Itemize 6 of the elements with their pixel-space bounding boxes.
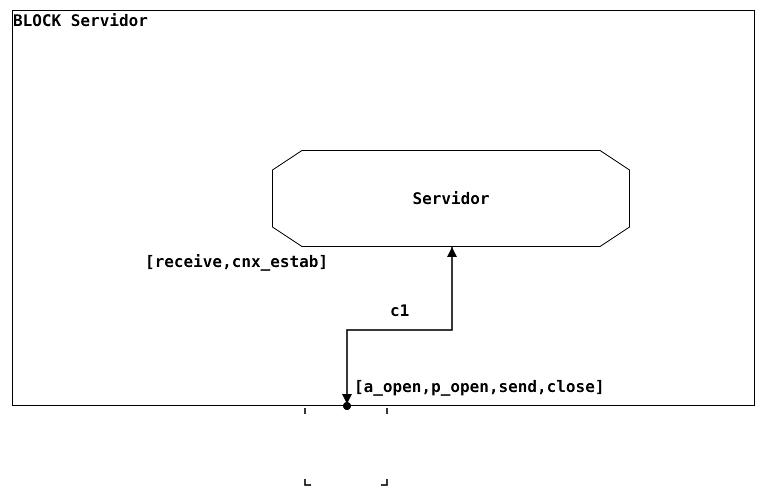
process-octagon <box>272 150 630 247</box>
process-name: Servidor <box>412 190 490 206</box>
block-frame <box>12 10 755 406</box>
block-title: BLOCK Servidor <box>13 13 148 29</box>
signal-list: [a_open,p_open,send,close] <box>354 379 604 395</box>
edge-label: c1 <box>390 303 410 319</box>
